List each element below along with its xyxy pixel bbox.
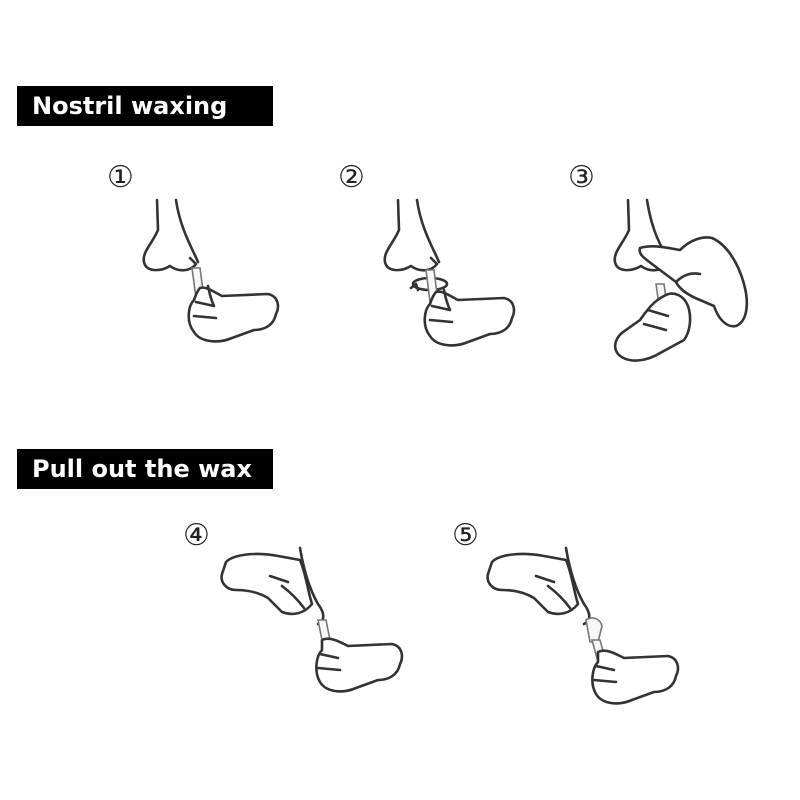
step-number-3: ③ [568, 160, 595, 195]
hand-icon [187, 286, 280, 343]
face-outline [174, 198, 200, 264]
upper-hand-icon [220, 552, 314, 616]
rotating-applicator-icon [383, 198, 516, 347]
hand-icon [423, 290, 516, 347]
step-number-4: ④ [183, 518, 210, 553]
lower-hand-icon [591, 649, 680, 705]
wax-plug-icon [585, 617, 603, 643]
section-title-pull-out-wax: Pull out the wax [17, 449, 273, 489]
face-outline [645, 198, 664, 250]
pulled-wax-icon [486, 546, 680, 705]
section-title-nostril-waxing: Nostril waxing [17, 86, 273, 126]
lower-hand-icon [315, 637, 404, 693]
upper-hand-icon [638, 236, 749, 328]
nose-outline [383, 198, 439, 272]
nose-outline [613, 198, 669, 272]
holding-applicator-icon [220, 546, 404, 693]
step-number-2: ② [338, 160, 365, 195]
upper-hand-icon [486, 552, 580, 616]
nose-with-applicator-icon [142, 198, 280, 343]
step-number-1: ① [107, 160, 134, 195]
face-outline [415, 198, 441, 264]
pressing-nostrils-icon [613, 198, 749, 362]
nose-outline [142, 198, 198, 272]
step-number-5: ⑤ [452, 518, 479, 553]
